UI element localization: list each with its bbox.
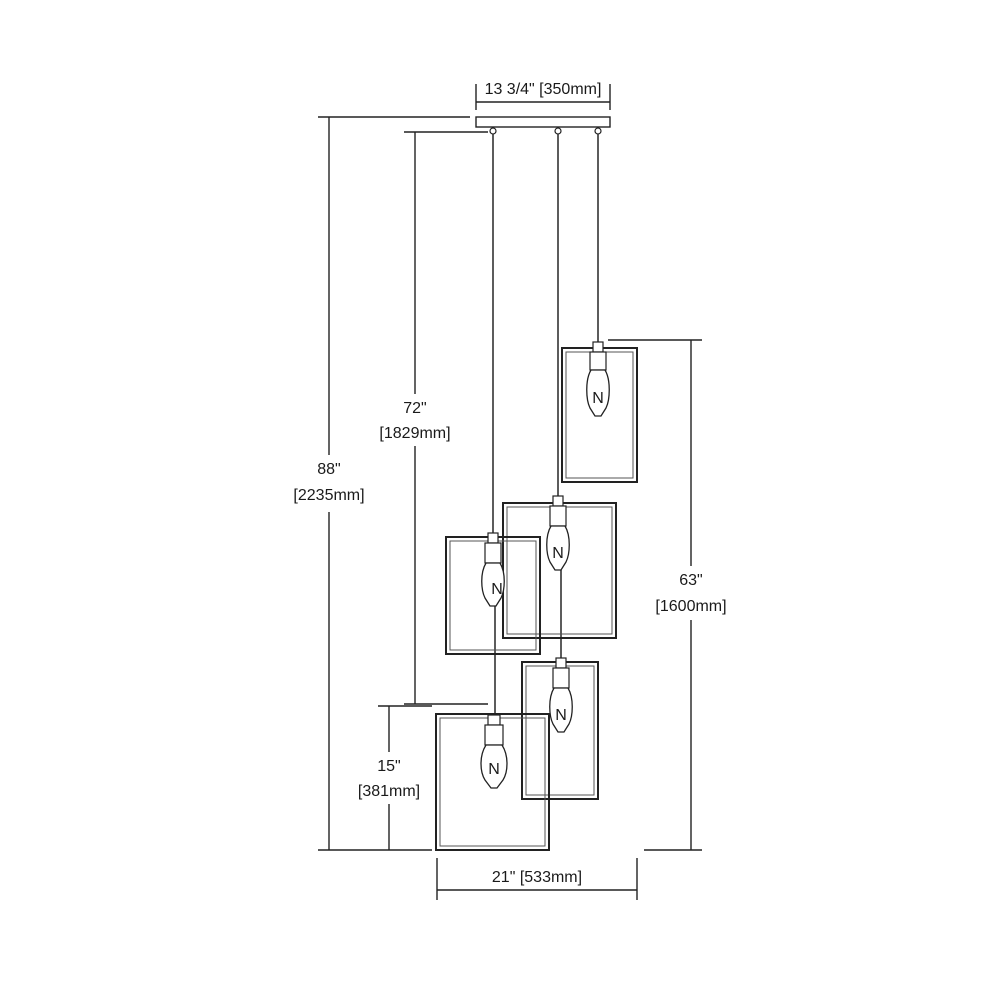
overall-height-inches: 88" [317, 461, 340, 478]
bulb-lower-right: N [549, 657, 573, 733]
canopy-width-label: 13 3/4" [350mm] [485, 81, 602, 98]
bulb-middle-left: N [481, 532, 505, 607]
canopy [475, 116, 611, 135]
overall-height-dimension: 88" [2235mm] [293, 116, 470, 851]
overall-height-mm: [2235mm] [293, 487, 364, 504]
cord-length-mm: [1829mm] [379, 425, 450, 442]
cords [492, 134, 599, 720]
cord-length-inches: 72" [403, 400, 426, 417]
min-height-mm: [1600mm] [655, 598, 726, 615]
bulb-top-right: N [586, 341, 610, 417]
frame-height-dimension: 15" [381mm] [358, 705, 432, 850]
overall-width-label: 21" [533mm] [492, 869, 582, 886]
frame-height-mm: [381mm] [358, 783, 420, 800]
min-height-dimension: 63" [1600mm] [608, 339, 727, 851]
frame-height-inches: 15" [377, 758, 400, 775]
bulb-mark: N [488, 761, 500, 778]
bulb-mark: N [491, 581, 503, 598]
bulb-mark: N [592, 390, 604, 407]
bulb-mark: N [555, 707, 567, 724]
bulb-mark: N [552, 545, 564, 562]
min-height-inches: 63" [679, 572, 702, 589]
overall-width-dimension: 21" [533mm] [436, 858, 638, 900]
bulb-bottom-left: N [480, 714, 508, 789]
bulb-middle-right: N [546, 495, 570, 571]
cord-length-dimension: 72" [1829mm] [379, 131, 488, 705]
canopy-width-dimension: 13 3/4" [350mm] [475, 81, 611, 110]
